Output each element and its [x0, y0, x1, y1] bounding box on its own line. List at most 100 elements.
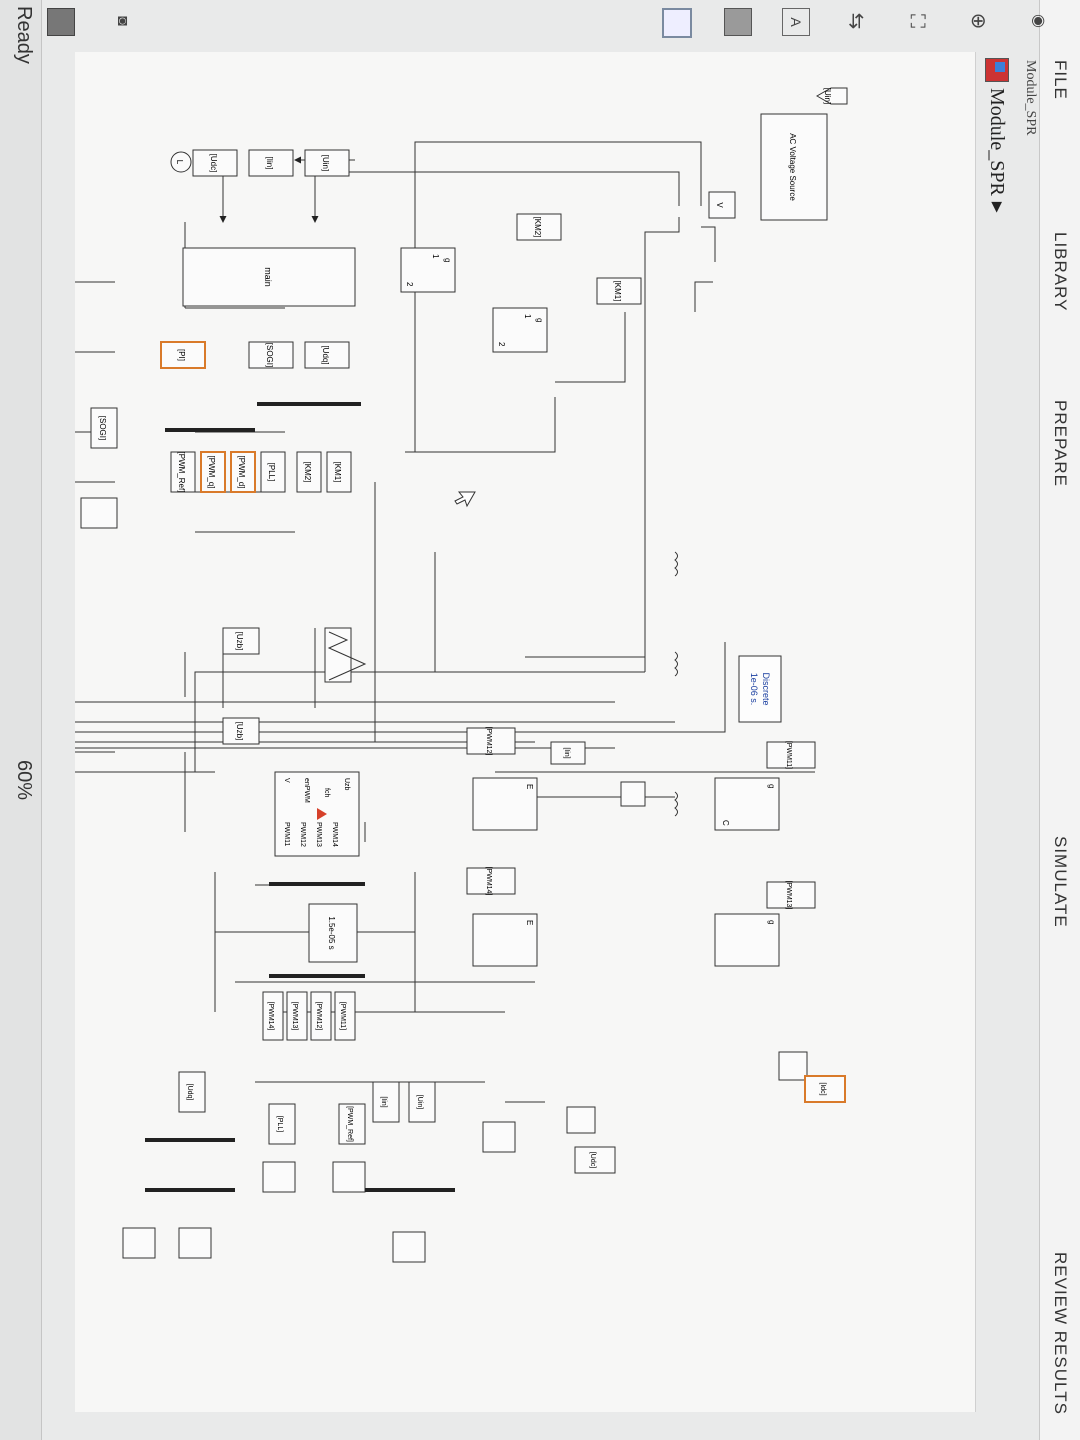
pwm-in-fch: fch	[323, 788, 330, 797]
diagram-svg: AC Voltage Source V [Uin] [KM1] [KM2] g …	[75, 87, 848, 1263]
from-pwm14-shape[interactable]	[466, 867, 516, 895]
model-canvas[interactable]: AC Voltage Source V [Uin] [KM1] [KM2] g …	[75, 52, 976, 1412]
goto-idc-shape[interactable]	[804, 1075, 846, 1103]
breadcrumb[interactable]: Module_SPR	[1023, 60, 1038, 136]
image-icon[interactable]	[724, 8, 752, 36]
main-subsystem-block[interactable]	[182, 247, 356, 307]
status-ready: Ready	[13, 6, 35, 64]
goto-iin: [Iin]	[563, 747, 570, 758]
model-selector[interactable]: Module_SPR ▶	[982, 58, 1012, 213]
pwm-in-en: enPWM	[303, 778, 310, 803]
goto-pwm13: [PWM13]	[291, 1002, 298, 1031]
goto-uzb-shape[interactable]	[222, 717, 260, 745]
from-uin-shape[interactable]	[304, 149, 350, 177]
from-km1-shape[interactable]	[596, 277, 642, 305]
transport-delay-block[interactable]	[308, 903, 358, 963]
from-uzb-shape[interactable]	[222, 627, 260, 655]
from-iin-scope-shape[interactable]	[372, 1081, 400, 1123]
tab-library[interactable]: LIBRARY	[1051, 232, 1070, 312]
from-iin-shape[interactable]	[248, 149, 294, 177]
from-pwm-ref-shape[interactable]	[338, 1103, 366, 1145]
goto-km1-shape[interactable]	[326, 451, 352, 493]
zoom-level[interactable]: 60%	[13, 760, 35, 801]
scope-pwm-ref-block[interactable]	[332, 1161, 366, 1193]
goto-pwm14: [PWM14]	[267, 1002, 274, 1031]
from-pwm12-shape[interactable]	[466, 727, 516, 755]
from-sogi-shape[interactable]	[90, 407, 118, 449]
current-measurement-block[interactable]	[620, 781, 646, 807]
from-pwm11-shape[interactable]	[766, 741, 816, 769]
from-udq-shape[interactable]	[178, 1071, 206, 1113]
fit-view-icon[interactable]: ⛶	[906, 14, 929, 28]
triangle-wave-icon	[327, 631, 367, 681]
km1-g-port: g	[535, 318, 544, 322]
dc-current-measurement-block[interactable]	[778, 1051, 808, 1081]
ribbon-tabs: FILE LIBRARY PREPARE SIMULATE REVIEW RES…	[1039, 0, 1080, 1440]
bus-udq-2	[145, 1188, 235, 1192]
goto-pwm13-shape[interactable]	[286, 991, 308, 1041]
back-icon[interactable]: ◉	[1030, 14, 1047, 28]
voltage-measurement-block[interactable]	[708, 191, 736, 219]
dc-voltage-measurement-block[interactable]	[566, 1106, 596, 1134]
tab-file[interactable]: FILE	[1051, 60, 1070, 100]
goto-km2-shape[interactable]	[296, 451, 322, 493]
model-icon	[985, 58, 1009, 82]
tab-review-results[interactable]: REVIEW RESULTS	[1051, 1252, 1070, 1415]
from-km1: [KM1]	[613, 281, 622, 302]
text-annotation-icon[interactable]: A	[782, 8, 810, 36]
igbt-pwm12-block[interactable]	[472, 777, 538, 831]
goto-pwm14-shape[interactable]	[262, 991, 284, 1041]
scope-udc-block[interactable]	[482, 1121, 516, 1153]
from-uin-scope-shape[interactable]	[408, 1081, 436, 1123]
ac-voltage-source-block[interactable]	[760, 113, 828, 221]
goto-iin-shape[interactable]	[550, 741, 586, 765]
scope-pll-block[interactable]	[262, 1161, 296, 1193]
goto-pll-shape[interactable]	[260, 451, 286, 493]
tab-simulate[interactable]: SIMULATE	[1051, 836, 1070, 928]
model-name: Module_SPR	[986, 88, 1009, 196]
area-icon[interactable]	[662, 8, 692, 38]
from-pwm13-shape[interactable]	[766, 881, 816, 909]
from-pwm11: [PWM11]	[785, 741, 792, 769]
scope-sogi-block[interactable]	[80, 497, 118, 529]
goto-uin-shape[interactable]	[815, 87, 848, 105]
breaker-km1-block[interactable]	[492, 307, 548, 353]
km1-1-port: 1	[523, 314, 532, 319]
scope-udq-1-block[interactable]	[178, 1227, 212, 1259]
from-udc-shape[interactable]	[192, 149, 238, 177]
tab-prepare[interactable]: PREPARE	[1051, 400, 1070, 487]
powergui-step: 1e-06 s.	[749, 673, 759, 706]
from-uin: [Uin]	[321, 155, 330, 171]
goto-pwm12: [PWM12]	[315, 1002, 322, 1031]
scope-udq-2-block[interactable]	[122, 1227, 156, 1259]
igbt-11-c: C	[721, 820, 730, 826]
matlab-logo-icon	[317, 808, 327, 820]
camera-icon[interactable]: ◙	[114, 16, 131, 26]
goto-pwm-ref-shape[interactable]	[170, 451, 196, 493]
igbt-pwm14-block[interactable]	[472, 913, 538, 967]
goto-pwm-q-shape[interactable]	[200, 451, 226, 493]
clock-block[interactable]	[170, 151, 192, 173]
breaker-km2-block[interactable]	[400, 247, 456, 293]
scope-uin-iin-block[interactable]	[392, 1231, 426, 1263]
igbt-pwm13-block[interactable]	[714, 913, 780, 967]
from-pll-shape[interactable]	[268, 1103, 296, 1145]
clock-label: L	[175, 160, 184, 165]
zoom-in-icon[interactable]: ⊕	[967, 12, 990, 30]
model-browser-icon[interactable]	[47, 8, 75, 36]
goto-udc: [Udc]	[589, 1152, 596, 1168]
pwm-in-uzb: Uzb	[343, 778, 350, 791]
bus-demux-1	[257, 402, 361, 406]
goto-pwm11-shape[interactable]	[334, 991, 356, 1041]
goto-sogi-shape[interactable]	[248, 341, 294, 369]
powergui-block[interactable]	[738, 655, 782, 723]
goto-udq-shape[interactable]	[304, 341, 350, 369]
igbt-pwm11-block[interactable]	[714, 777, 780, 831]
goto-pwm-d-shape[interactable]	[230, 451, 256, 493]
bus-uin-iin	[365, 1188, 455, 1192]
from-km2-shape[interactable]	[516, 213, 562, 241]
goto-udc-shape[interactable]	[574, 1146, 616, 1174]
arrows-icon[interactable]: ⇆	[845, 12, 868, 30]
goto-pwm12-shape[interactable]	[310, 991, 332, 1041]
goto-pi-shape[interactable]	[160, 341, 206, 369]
